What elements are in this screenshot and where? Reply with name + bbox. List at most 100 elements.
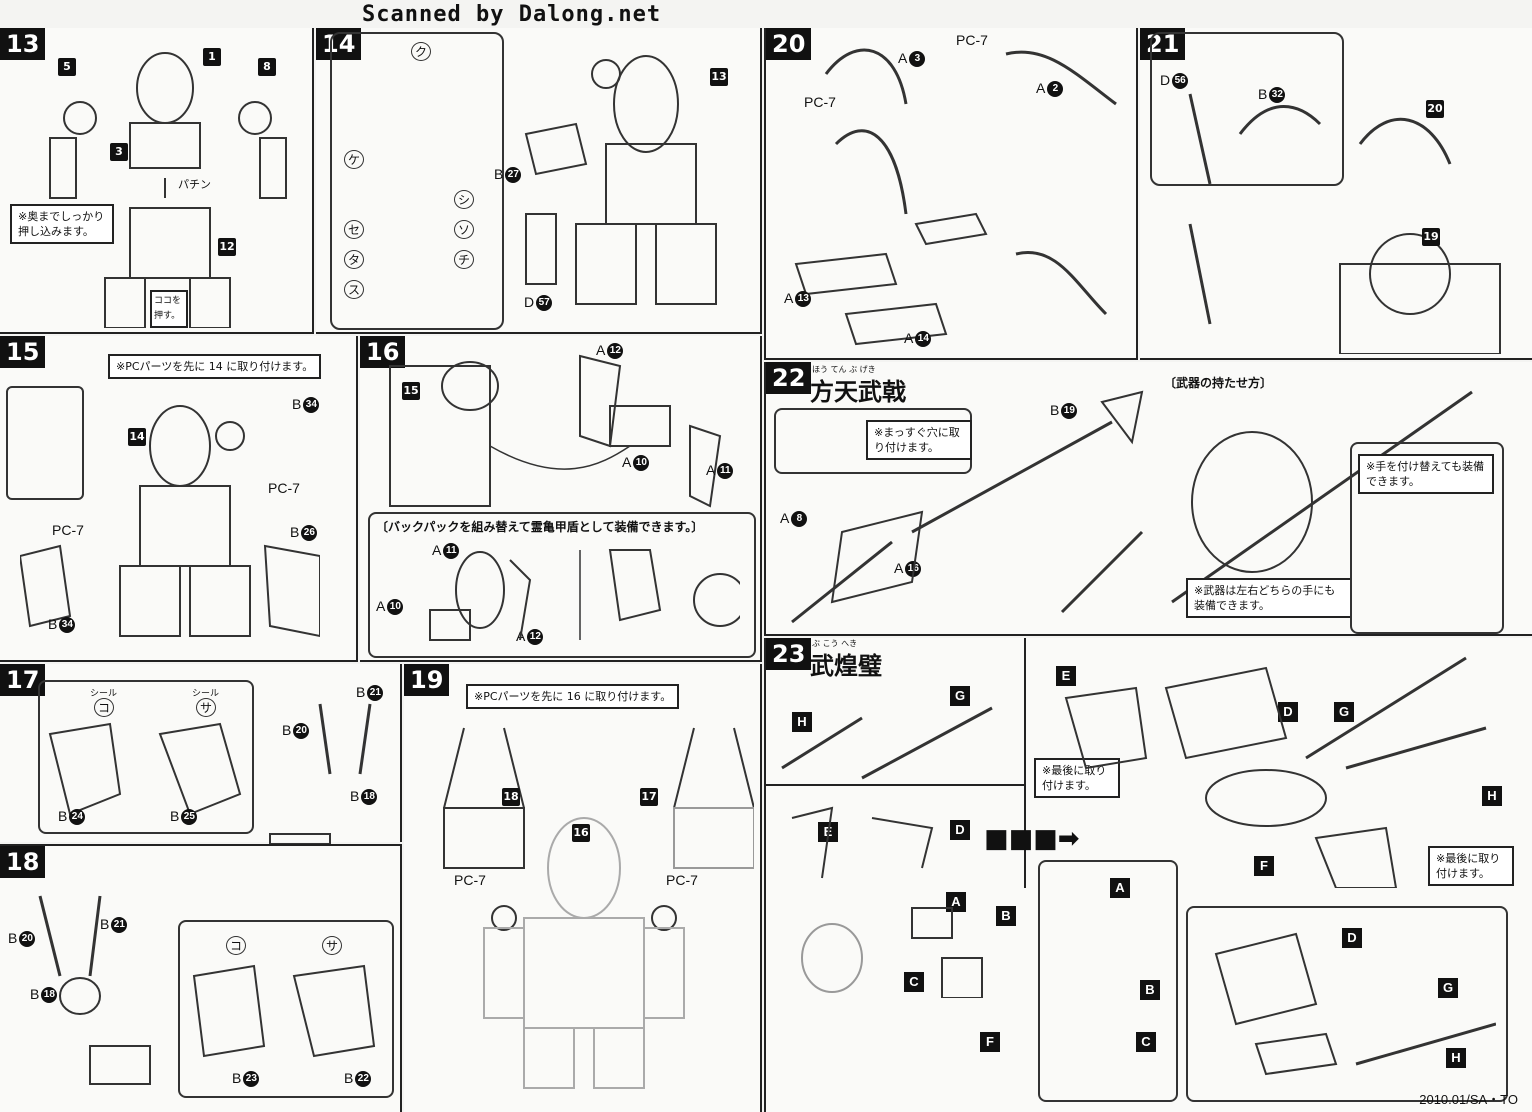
divider-left: [1024, 638, 1026, 888]
sticker-box: [38, 680, 254, 834]
detail-box-right: [1186, 906, 1508, 1102]
callout-box: [1150, 32, 1344, 186]
weapon-title: 方天武戟: [810, 377, 906, 406]
pc-note: ※PCパーツを先に 16 に取り付けます。: [466, 684, 680, 709]
legs-sketch: [48, 703, 372, 844]
letter-h-right: H: [1482, 786, 1502, 806]
part-18: 18: [502, 788, 520, 806]
part-3: 3: [110, 143, 128, 161]
step-number: 22: [766, 362, 812, 394]
pc7-top-label: PC-7: [956, 32, 988, 48]
detail-box-left: [1038, 860, 1178, 1102]
part-20: 20: [1426, 100, 1444, 118]
pc7-right-label: PC-7: [268, 480, 300, 496]
a10-num: 10: [633, 455, 650, 472]
sticker-sa: サ: [196, 698, 217, 717]
sticker-ku: ク: [411, 42, 432, 61]
detail-letter-g: G: [1438, 978, 1458, 998]
scan-credit: Scanned by Dalong.net: [362, 2, 662, 27]
title-ruby: ぶ こう へき: [812, 639, 858, 648]
part-13: 13: [710, 68, 728, 86]
sticker-ko: コ: [226, 936, 247, 955]
a8-num: 8: [791, 511, 808, 528]
part-12: 12: [218, 238, 236, 256]
pc-note: ※PCパーツを先に 14 に取り付けます。: [108, 354, 322, 379]
part-8: 8: [258, 58, 276, 76]
divider-h: [766, 784, 1026, 786]
step-number: 13: [0, 28, 46, 60]
sticker-sa: サ: [322, 936, 343, 955]
b23-num: 23: [243, 1071, 260, 1088]
sticker-ke: ケ: [344, 150, 365, 169]
a12-num: 12: [607, 343, 624, 360]
d-letter: D: [524, 294, 535, 310]
detail-letter-h: H: [1446, 1048, 1466, 1068]
a3-num: 3: [909, 51, 926, 68]
sticker-ko: コ: [94, 698, 115, 717]
step-13-panel: 13 1 5 8 3 12 パチン ※奥までしっかり押し込みます。 ココを押す。: [0, 28, 314, 334]
step-number: 16: [360, 336, 406, 368]
b24-num: 24: [69, 809, 86, 826]
part-14: 14: [128, 428, 146, 446]
d57-num: 57: [536, 295, 553, 312]
callout-box: [6, 386, 84, 500]
assembly-sketch: [49, 52, 287, 328]
a11-num: 11: [717, 463, 734, 480]
b-letter: B: [494, 166, 504, 182]
step-number: 15: [0, 336, 46, 368]
holding-subtitle: 〔武器の持たせ方〕: [1164, 376, 1273, 390]
sticker-shi: シ: [454, 190, 475, 209]
letter-d: D: [950, 820, 970, 840]
snap-sound: パチン: [178, 179, 211, 191]
b26-num: 26: [301, 525, 318, 542]
claws-sketch: [794, 48, 1117, 346]
sticker-chi: チ: [454, 250, 475, 269]
d56-num: 56: [1172, 73, 1189, 90]
detail-letter-c: C: [1136, 1032, 1156, 1052]
last-attach-note-2: ※最後に取り付けます。: [1428, 846, 1514, 886]
a2-num: 2: [1047, 81, 1064, 98]
final-assembly-sketch: [1064, 656, 1487, 888]
detail-sketch: [1214, 932, 1496, 1076]
full-robot-sketch: [443, 727, 754, 1089]
b27-num: 27: [505, 167, 522, 184]
sticker-box: [330, 32, 504, 330]
sticker-ta: タ: [344, 250, 365, 269]
b34-left-num: 34: [59, 617, 76, 634]
pc7-left-label: PC-7: [52, 522, 84, 538]
robot-sketch: [524, 55, 717, 305]
push-here-note: ココを押す。: [150, 290, 188, 328]
letter-h: H: [792, 712, 812, 732]
part-5: 5: [58, 58, 76, 76]
a10-opt-num: 10: [387, 599, 404, 616]
backpack-option-note: 〔バックパックを組み替えて霊亀甲盾として装備できます。〕: [376, 520, 704, 534]
sticker-so: ソ: [454, 220, 475, 239]
press-note: ※奥までしっかり押し込みます。: [10, 204, 114, 244]
step-number: 18: [0, 846, 46, 878]
b21-num: 21: [111, 917, 128, 934]
sticker-su: ス: [344, 280, 365, 299]
part-1: 1: [203, 48, 221, 66]
step-number: 19: [404, 664, 450, 696]
detail-letter-a: A: [1110, 878, 1130, 898]
